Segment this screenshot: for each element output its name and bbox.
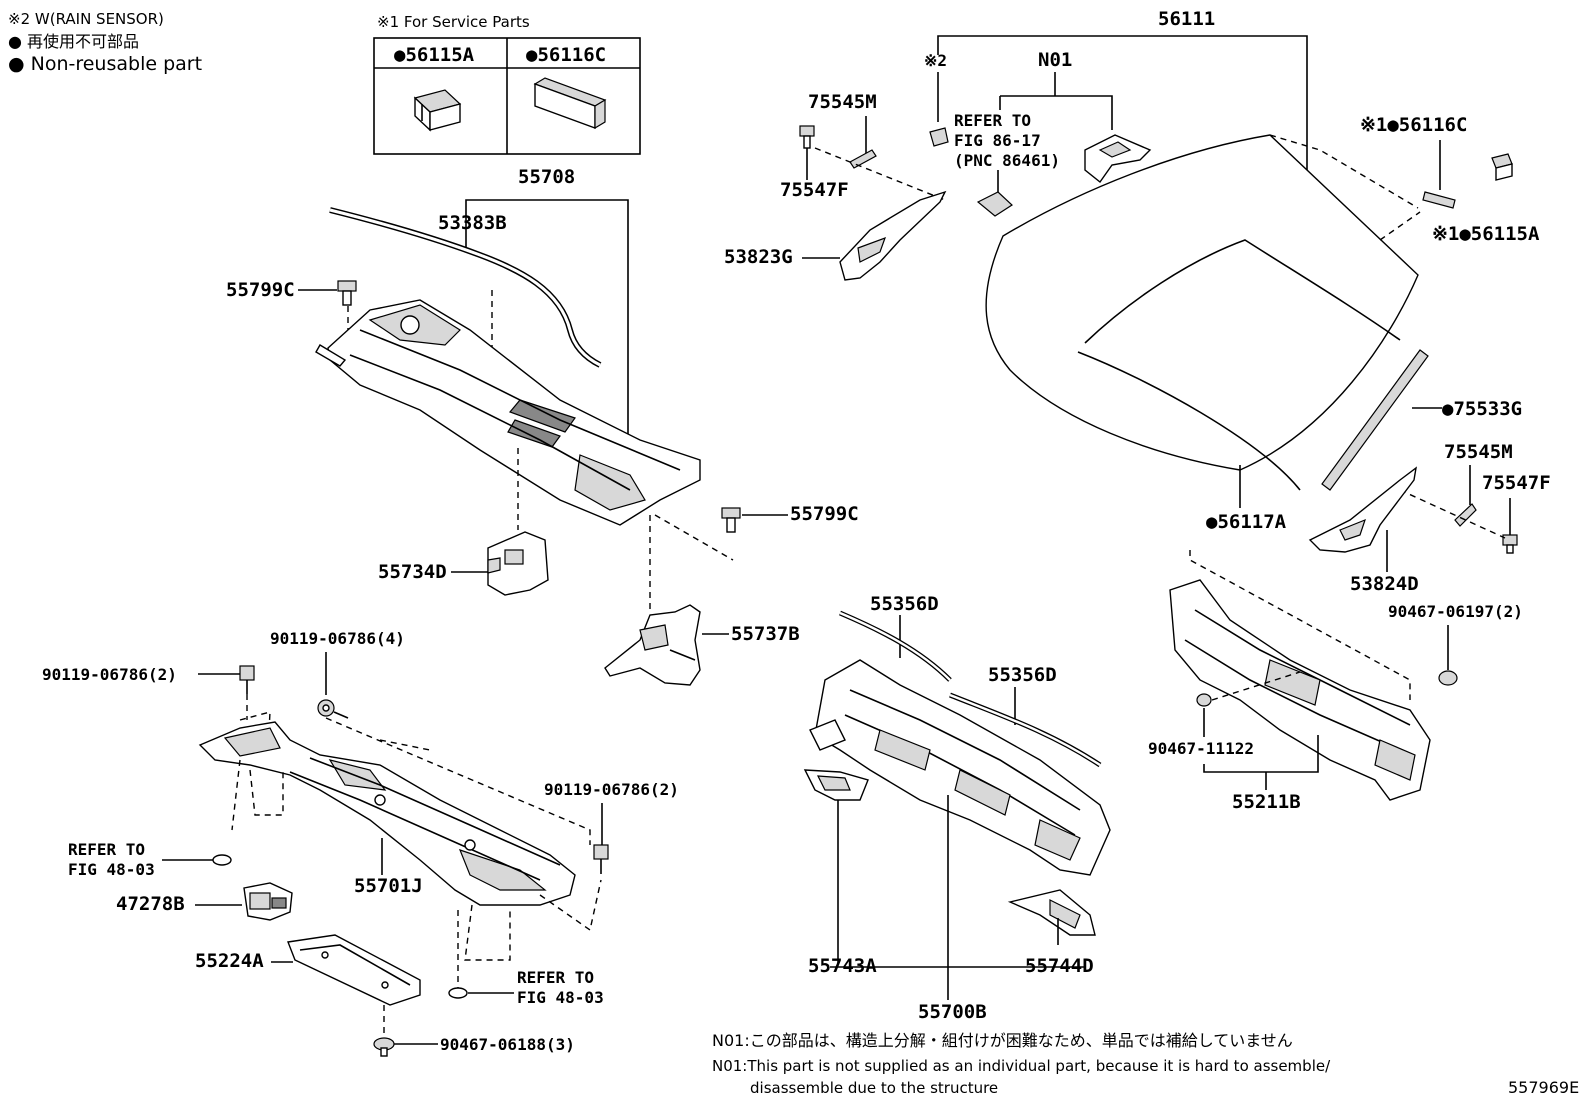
bolt-90119-a-icon bbox=[239, 665, 255, 694]
label-refer-a2: FIG 48-03 bbox=[68, 860, 155, 879]
label-47278b: 47278B bbox=[116, 893, 185, 915]
label-75547f-b: 75547F bbox=[1482, 472, 1551, 494]
legend-rain-sensor: ※2 W(RAIN SENSOR) bbox=[8, 10, 164, 28]
label-53823g: 53823G bbox=[724, 246, 793, 268]
label-n01: N01 bbox=[1038, 49, 1072, 71]
bracket-55737b-icon bbox=[604, 604, 701, 686]
label-55734d: 55734D bbox=[378, 561, 447, 583]
bracket-55744d-icon bbox=[1007, 889, 1096, 936]
label-55356d-a: 55356D bbox=[870, 593, 939, 615]
label-55701j: 55701J bbox=[354, 875, 423, 897]
windshield-56111-icon bbox=[985, 134, 1419, 491]
label-55700b: 55700B bbox=[918, 1001, 987, 1023]
label-55356d-b: 55356D bbox=[988, 664, 1057, 686]
label-56117a: ●56117A bbox=[1206, 511, 1287, 533]
label-55224a: 55224A bbox=[195, 950, 264, 972]
clip-55799c-b-icon bbox=[721, 507, 741, 533]
cowl-louver-55708-icon bbox=[315, 299, 701, 526]
service-parts-box: ※1 For Service Parts ●56115A ●56116C bbox=[373, 13, 641, 155]
label-55737b: 55737B bbox=[731, 623, 800, 645]
strip-56116c-b-icon bbox=[1422, 191, 1456, 209]
bracket-47278b-icon bbox=[243, 882, 293, 921]
cowl-side-53824d-icon bbox=[1308, 466, 1417, 553]
legend-en-nonreusable: ● Non-reusable part bbox=[8, 53, 202, 75]
label-refer-b2: FIG 48-03 bbox=[517, 988, 604, 1007]
label-53383B: 53383B bbox=[438, 212, 507, 234]
label-56116c: ※1●56116C bbox=[1360, 114, 1467, 136]
note-jp: N01:この部品は、構造上分解・組付けが困難なため、単品では補給していません bbox=[712, 1031, 1293, 1050]
bracket-55734d-icon bbox=[487, 531, 549, 596]
strip-56116c-icon bbox=[533, 77, 607, 130]
clip-56115a-icon bbox=[413, 89, 462, 132]
label-90119-2a: 90119-06786(2) bbox=[42, 665, 177, 684]
mirror-bracket-icon bbox=[1084, 134, 1152, 184]
bolt-90119-icon bbox=[317, 699, 349, 719]
note-en-1: N01:This part is not supplied as an indi… bbox=[712, 1057, 1331, 1075]
label-mark2: ※2 bbox=[924, 51, 947, 70]
label-56115a: ※1●56115A bbox=[1432, 223, 1540, 245]
sensor-cover-icon bbox=[976, 191, 1013, 217]
note-en-2: disassemble due to the structure bbox=[750, 1079, 998, 1097]
label-55708: 55708 bbox=[518, 166, 575, 188]
bracket-55743a-icon bbox=[803, 769, 869, 801]
label-56111: 56111 bbox=[1158, 8, 1215, 30]
label-90119-4: 90119-06786(4) bbox=[270, 629, 405, 648]
label-90467-06197: 90467-06197(2) bbox=[1388, 602, 1523, 621]
clip-55799c-icon bbox=[337, 280, 357, 306]
label-refer-b1: REFER TO bbox=[517, 968, 594, 987]
service-box-title: ※1 For Service Parts bbox=[377, 13, 530, 31]
legend-jp-nonreusable: ● 再使用不可部品 bbox=[8, 32, 139, 51]
figure-id: 557969E bbox=[1508, 1078, 1579, 1097]
label-refer-c2: FIG 86-17 bbox=[954, 131, 1041, 150]
service-box-col1: ●56115A bbox=[394, 44, 475, 66]
label-55743a: 55743A bbox=[808, 955, 877, 977]
label-90467-06188: 90467-06188(3) bbox=[440, 1035, 575, 1054]
molding-75533g-icon bbox=[1321, 349, 1429, 491]
label-90467-11122: 90467-11122 bbox=[1148, 739, 1254, 758]
label-refer-c1: REFER TO bbox=[954, 111, 1031, 130]
label-53824d: 53824D bbox=[1350, 573, 1419, 595]
molding-75545m-b-icon bbox=[1454, 503, 1477, 527]
clip-90467-11122-icon bbox=[1196, 693, 1212, 707]
cowl-panel-55701j-icon bbox=[198, 721, 576, 906]
label-75547f-a: 75547F bbox=[780, 179, 849, 201]
label-75545m-b: 75545M bbox=[1444, 441, 1513, 463]
label-75545m-a: 75545M bbox=[808, 91, 877, 113]
label-55211b: 55211B bbox=[1232, 791, 1301, 813]
clip-75547f-icon bbox=[799, 125, 815, 149]
sensor-bracket-icon bbox=[929, 127, 949, 147]
service-box-col2: ●56116C bbox=[526, 44, 606, 66]
label-refer-c3: (PNC 86461) bbox=[954, 151, 1060, 170]
clip-90467-06197-icon bbox=[1438, 670, 1458, 686]
label-90119-2b: 90119-06786(2) bbox=[544, 780, 679, 799]
cover-55224a-icon bbox=[287, 934, 421, 1006]
clip-56115a-b-icon bbox=[1491, 153, 1513, 181]
cowl-side-53823g-icon bbox=[839, 190, 947, 281]
label-75533g: ●75533G bbox=[1442, 398, 1522, 420]
clip-90467-06188-icon bbox=[373, 1037, 395, 1057]
bolt-90119-b-icon bbox=[593, 844, 609, 874]
molding-75545m-icon bbox=[849, 149, 877, 169]
label-55799c-b: 55799C bbox=[790, 503, 859, 525]
label-55744d: 55744D bbox=[1025, 955, 1094, 977]
label-55799c-a: 55799C bbox=[226, 279, 295, 301]
cowl-panel-55211b-icon bbox=[1169, 579, 1431, 801]
label-refer-a1: REFER TO bbox=[68, 840, 145, 859]
cowl-assy-55700b-icon bbox=[809, 659, 1111, 876]
clip-75547f-b-icon bbox=[1502, 534, 1518, 554]
